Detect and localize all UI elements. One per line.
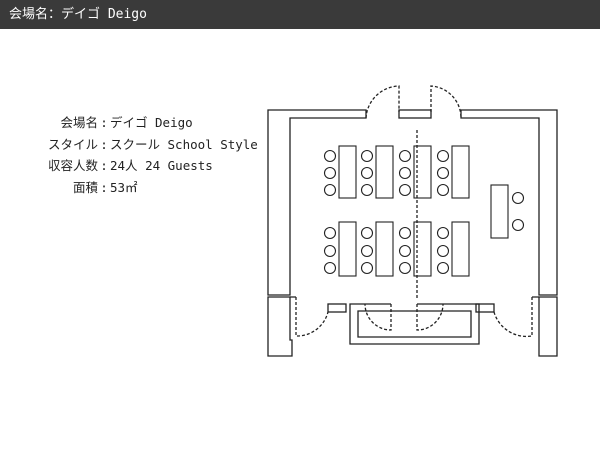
info-label: 会場名 (60, 115, 98, 130)
info-label: スタイル (47, 136, 98, 152)
door-top-left (365, 85, 400, 119)
chair (436, 166, 450, 180)
info-separator: : (100, 136, 108, 152)
info-value: デイゴ Deigo (110, 115, 193, 130)
desk (413, 221, 432, 277)
info-row-style: スタイル : スクール School Style (34, 134, 258, 156)
seat-block (323, 221, 357, 277)
chair (360, 149, 374, 163)
chair (323, 244, 337, 258)
doors (295, 85, 533, 338)
info-value: 24人 24 Guests (110, 158, 213, 173)
chair (323, 183, 337, 197)
desk (451, 221, 470, 277)
info-label: 面積 (72, 179, 98, 195)
desk (338, 221, 357, 277)
chair (360, 244, 374, 258)
chair (323, 261, 337, 275)
info-row-area: 面積 : 53㎡ (34, 177, 258, 199)
chair (398, 226, 412, 240)
wall-bottom-pier-right (475, 303, 495, 313)
info-value: 53㎡ (110, 179, 138, 195)
venue-info: 会場名 : デイゴ Deigo スタイル : スクール School Style… (34, 112, 258, 198)
wall-top-middle (398, 109, 432, 119)
wall-bottom-right (538, 296, 558, 357)
wall-bottom-left (267, 296, 293, 357)
chair (360, 226, 374, 240)
chair (323, 149, 337, 163)
seat-block (360, 145, 394, 199)
chair (360, 166, 374, 180)
desk (338, 145, 357, 199)
chair (323, 226, 337, 240)
chair (436, 149, 450, 163)
chair (398, 166, 412, 180)
chair (323, 166, 337, 180)
info-separator: : (100, 115, 108, 130)
title-bar: 会場名：デイゴ Deigo (0, 0, 600, 29)
door-bottom-left-outer (295, 297, 329, 337)
seat-block (323, 145, 357, 199)
seat-block (398, 221, 432, 277)
info-row-capacity: 収容人数 : 24人 24 Guests (34, 155, 258, 177)
chair (511, 191, 525, 205)
door-bottom-right-outer (493, 297, 533, 338)
seat-block (436, 221, 470, 277)
desk (413, 145, 432, 199)
chair (398, 149, 412, 163)
chair (436, 244, 450, 258)
seating (323, 145, 525, 277)
wall-bottom-pier-left (327, 303, 347, 313)
chair (436, 226, 450, 240)
page-title: 会場名：デイゴ Deigo (9, 7, 147, 22)
presenter-desk (490, 184, 525, 239)
chair (398, 183, 412, 197)
seat-block (360, 221, 394, 277)
desk (490, 184, 509, 239)
door-entrance-right (416, 303, 444, 331)
floor-plan (267, 85, 558, 357)
walls (267, 109, 558, 357)
door-top-right (430, 85, 462, 119)
info-separator: : (100, 158, 108, 173)
info-separator: : (100, 179, 108, 195)
chair (398, 244, 412, 258)
chair (436, 183, 450, 197)
chair (360, 183, 374, 197)
seat-block (436, 145, 470, 199)
entrance-box (349, 303, 480, 345)
chair (360, 261, 374, 275)
wall-top-left (267, 109, 367, 296)
desk (375, 145, 394, 199)
wall-top-right (460, 109, 558, 296)
desk (451, 145, 470, 199)
chair (436, 261, 450, 275)
desk (375, 221, 394, 277)
info-value: スクール School Style (110, 136, 258, 152)
door-entrance-left (364, 303, 392, 331)
info-label: 収容人数 (47, 158, 98, 173)
chair (511, 218, 525, 232)
entrance-box-inner (357, 310, 472, 338)
seat-block (398, 145, 432, 199)
chair (398, 261, 412, 275)
info-row-venue-name: 会場名 : デイゴ Deigo (34, 112, 258, 134)
